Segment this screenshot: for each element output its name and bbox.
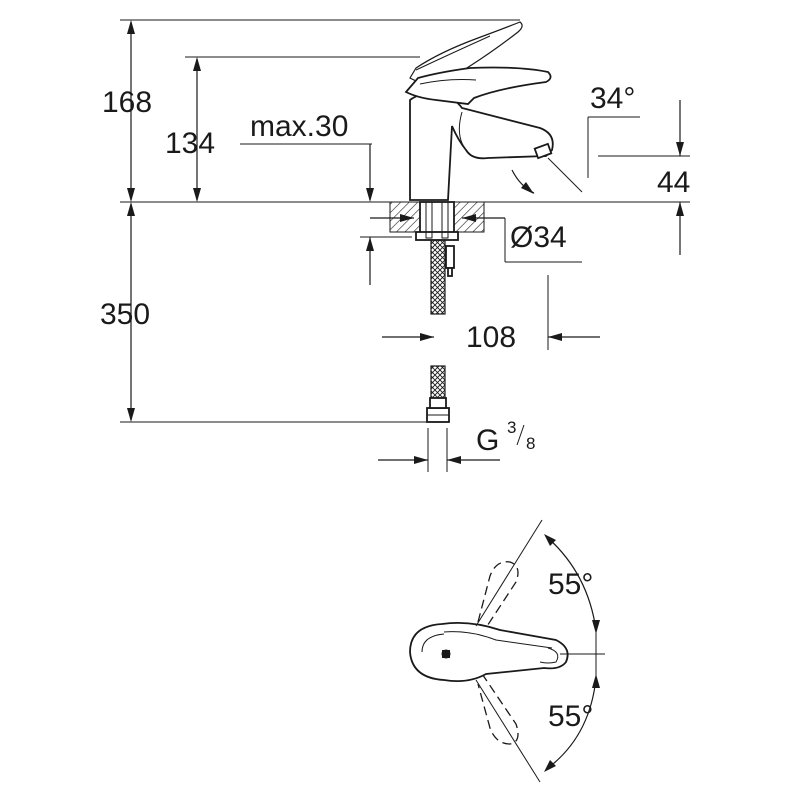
mounting-nut — [415, 231, 459, 241]
rotation-down-label: 55° — [548, 700, 593, 733]
side-view: 168 134 max.30 350 — [100, 19, 690, 472]
thread-numerator: 3 — [507, 418, 516, 437]
dimension-350-label: 350 — [100, 298, 150, 331]
lever-rotated-up — [473, 561, 519, 647]
dimension-108: 108 — [382, 275, 600, 354]
deck-section-right — [453, 201, 485, 233]
thread-label: G — [476, 424, 499, 457]
top-view: 55° 55° — [409, 519, 605, 783]
faucet-body — [409, 92, 554, 201]
lever-top-view — [409, 621, 569, 683]
dimension-108-label: 108 — [466, 321, 516, 354]
dimension-134: 134 — [165, 57, 215, 202]
thread-denominator: 8 — [526, 434, 535, 453]
dimension-350: 350 — [100, 202, 150, 422]
dimension-168-label: 168 — [102, 86, 152, 119]
deck-section-left — [389, 201, 421, 233]
dimension-34-degree-label: 34° — [590, 82, 635, 115]
dimension-44: 44 — [657, 100, 690, 255]
supply-hose-upper — [430, 239, 446, 315]
aerator — [533, 142, 553, 160]
rotation-up-label: 55° — [548, 568, 593, 601]
dimension-34-degree: 34° — [511, 82, 640, 194]
dimension-44-label: 44 — [657, 166, 690, 199]
dimension-thread: G 3 8 — [378, 418, 535, 472]
dimension-134-label: 134 — [165, 127, 215, 160]
lever-handle — [404, 66, 552, 105]
dimension-diameter-34-label: Ø34 — [510, 221, 567, 254]
lever-rotated-down — [473, 661, 519, 745]
dimension-max30-label: max.30 — [250, 110, 348, 143]
dimension-max30: max.30 — [250, 110, 374, 285]
dimension-168: 168 — [102, 20, 152, 202]
